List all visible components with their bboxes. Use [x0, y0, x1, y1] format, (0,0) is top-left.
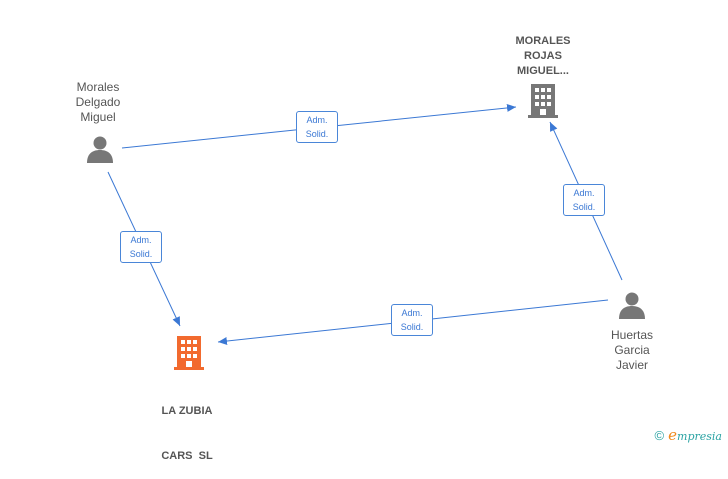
label-line: LA ZUBIA: [161, 405, 213, 417]
edge-label-line: Solid.: [129, 249, 153, 259]
label-line: Javier: [615, 358, 648, 372]
edge-label[interactable]: Adm. Solid.: [563, 184, 605, 216]
edge-label-line: Solid.: [305, 129, 329, 139]
brand-name: mpresia: [677, 430, 722, 443]
brand-initial: e: [668, 426, 678, 444]
label-line: CARS SL: [161, 450, 213, 462]
node-label-la-zubia[interactable]: LA ZUBIA CARS SL: [142, 374, 232, 479]
edge-label[interactable]: Adm. Solid.: [296, 111, 338, 143]
node-label-morales-delgado[interactable]: Morales Delgado Miguel: [60, 80, 136, 125]
edge-label[interactable]: Adm. Solid.: [391, 304, 433, 336]
edge-label-line: Adm.: [130, 235, 152, 245]
label-line: Garcia: [614, 343, 650, 357]
building-icon-highlighted[interactable]: [174, 336, 204, 370]
label-line: MIGUEL...: [517, 65, 569, 77]
label-line: Miguel: [80, 110, 116, 124]
relationship-diagram: [87, 84, 645, 370]
empresia-watermark: ©empresia: [655, 426, 722, 444]
edge-label-line: Solid.: [400, 322, 424, 332]
label-line: ROJAS: [524, 50, 562, 62]
label-line: Morales: [76, 80, 120, 94]
edge-label-line: Adm.: [401, 308, 423, 318]
person-icon[interactable]: [87, 136, 113, 164]
edge-label-line: Solid.: [572, 202, 596, 212]
label-line: MORALES: [515, 35, 571, 47]
edge-label-line: Adm.: [306, 115, 328, 125]
node-label-morales-rojas[interactable]: MORALES ROJAS MIGUEL...: [500, 34, 586, 79]
label-line: Huertas: [610, 328, 654, 342]
node-label-huertas-garcia[interactable]: Huertas Garcia Javier: [594, 328, 670, 373]
label-line: Delgado: [75, 95, 121, 109]
copyright-symbol: ©: [654, 428, 665, 443]
building-icon[interactable]: [528, 84, 558, 118]
edge-label[interactable]: Adm. Solid.: [120, 231, 162, 263]
person-icon[interactable]: [619, 292, 645, 320]
edge-label-line: Adm.: [573, 188, 595, 198]
